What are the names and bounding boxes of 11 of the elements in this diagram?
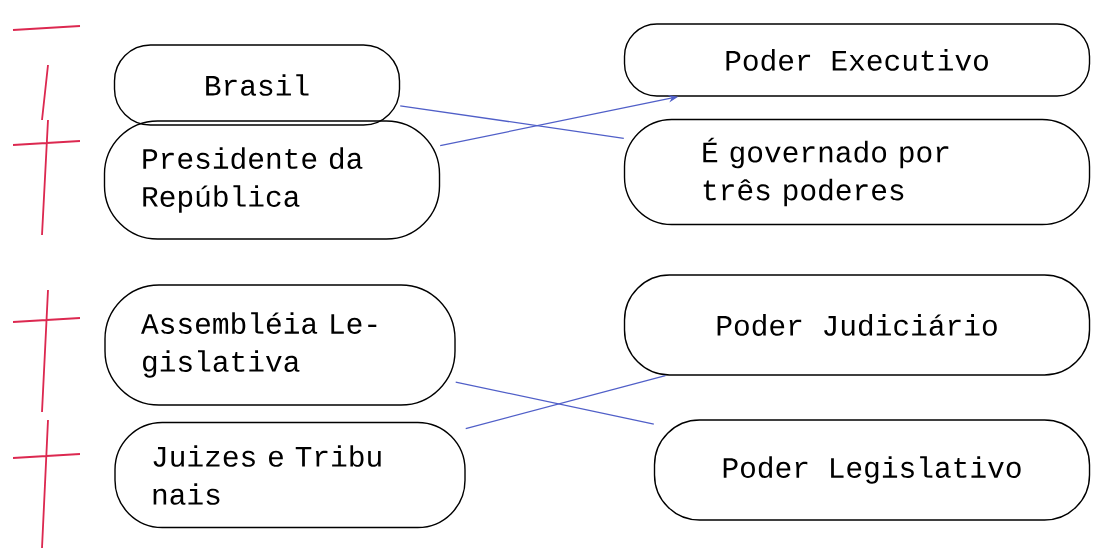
connector-line xyxy=(455,381,655,425)
rounded-box: Poder Executivo xyxy=(623,23,1091,97)
rounded-box: Brasil xyxy=(113,44,401,126)
rounded-box: Poder Judiciário xyxy=(623,274,1091,376)
rounded-box: É governado por três poderes xyxy=(623,118,1091,226)
connector-line xyxy=(465,375,667,430)
rounded-box: Presidente da República xyxy=(103,120,441,240)
connector-line xyxy=(399,105,625,139)
rounded-box: Juizes e Tribu nais xyxy=(114,421,466,529)
rounded-box: Poder Legislativo xyxy=(653,419,1091,521)
rounded-box: Assembléia Le- gislativa xyxy=(104,284,456,406)
